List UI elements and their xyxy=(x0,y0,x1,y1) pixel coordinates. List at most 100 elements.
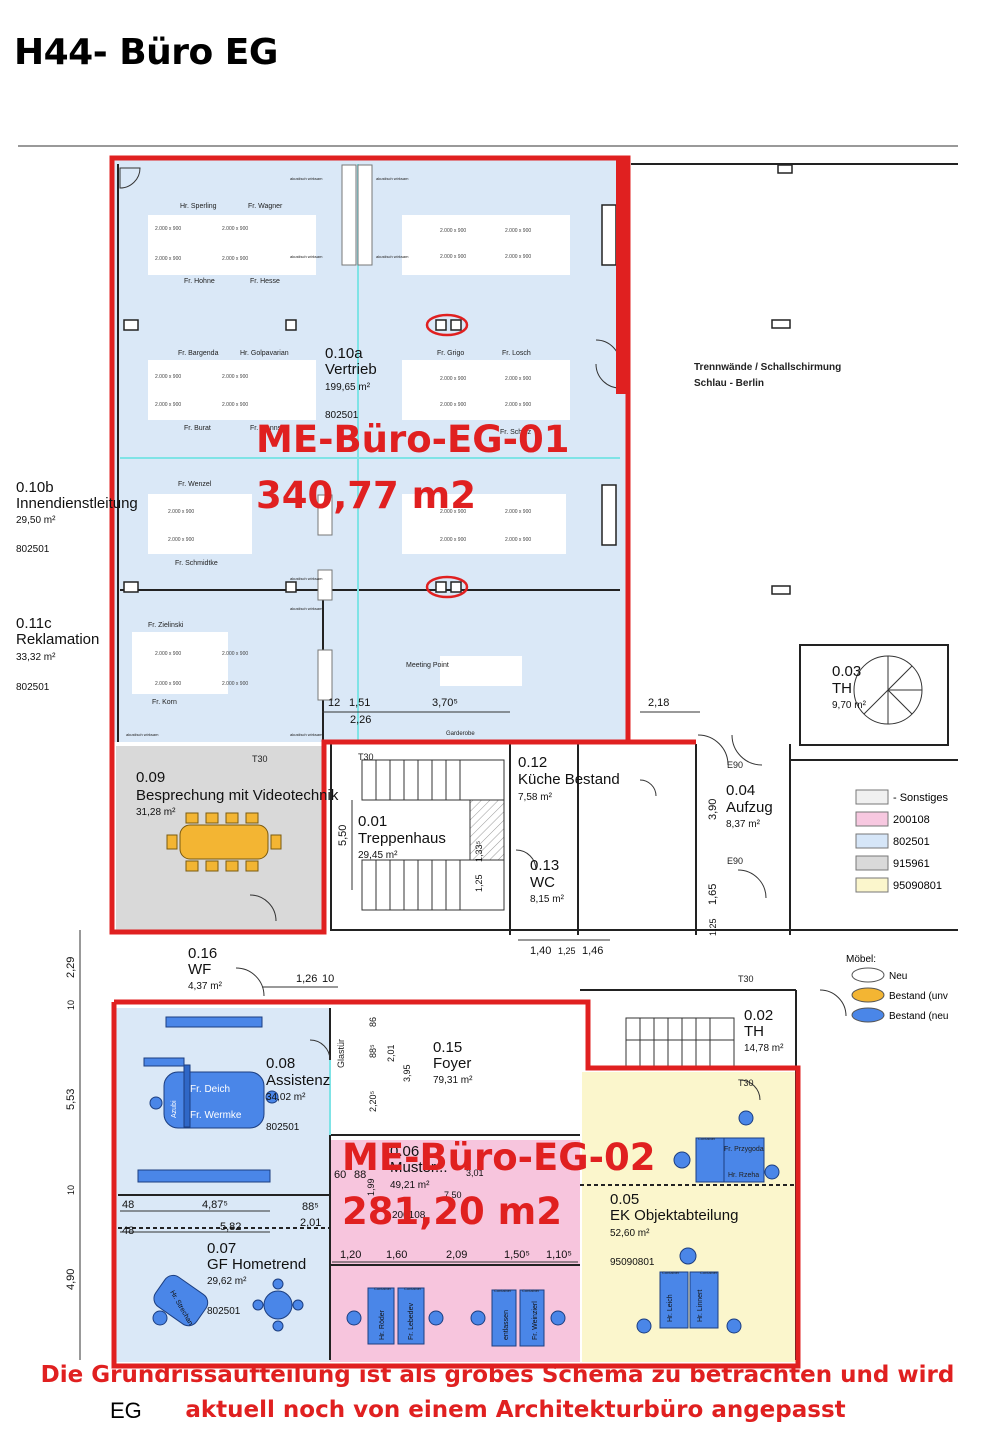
person-label: Fr. Lebedev xyxy=(408,1303,415,1340)
room-0-10a-code: 802501 xyxy=(325,410,359,421)
desk-size-label: 2.000 x 900 xyxy=(440,537,466,543)
room-0-16-name: WF xyxy=(188,961,211,978)
akustik-label: akustisch wirksam xyxy=(290,254,323,259)
partition-note-1: Trennwände / Schallschirmung xyxy=(694,362,841,373)
stairs-th-002 xyxy=(625,1017,735,1071)
person-label: Hr. Leich xyxy=(667,1294,674,1322)
dim-label: 3,90 xyxy=(707,799,719,820)
person-label: Azubi xyxy=(171,1100,178,1118)
desk-size-label: 2.000 x 900 xyxy=(440,254,466,260)
person-label: Hr. Röder xyxy=(379,1309,386,1340)
desk-size-label: 2.000 x 900 xyxy=(222,402,248,408)
akustik-label: akustisch wirksam xyxy=(376,254,409,259)
desk-size-label: 2.000 x 900 xyxy=(222,374,248,380)
person-label: Hr. Sperling xyxy=(180,203,217,210)
dim-label: 60 xyxy=(334,1169,346,1181)
person-label: Fr. Wermke xyxy=(190,1110,242,1121)
dim-label: 1,99 xyxy=(366,1178,376,1196)
zone-1-area: 340,77 m2 xyxy=(256,474,476,517)
room-0-05-area: 52,60 m² xyxy=(610,1228,650,1239)
room-0-11c-name: Reklamation xyxy=(16,631,99,648)
room-0-04-area: 8,37 m² xyxy=(726,819,761,830)
dim-label: 12 xyxy=(328,697,340,709)
dim-label: 2,18 xyxy=(648,697,669,709)
dim-label: 48 xyxy=(122,1225,134,1237)
room-0-09-number: 0.09 xyxy=(136,769,165,786)
person-label: Fr. Manns xyxy=(250,425,282,432)
dim-label: 88 xyxy=(354,1169,366,1181)
dim-label: 10 xyxy=(66,1185,76,1195)
room-0-07-name: GF Hometrend xyxy=(207,1256,306,1273)
room-labels: 0.10a Vertrieb 199,65 m² 802501 0.10b In… xyxy=(16,345,867,1317)
room-0-16-area: 4,37 m² xyxy=(188,981,223,992)
legend-swatch xyxy=(855,789,889,805)
room-0-06-number: 0.06 xyxy=(390,1143,419,1160)
blue-furniture xyxy=(137,1016,780,1347)
container-label: Container xyxy=(374,1286,392,1291)
akustik-label: akustisch wirksam xyxy=(126,732,159,737)
person-label: Hr. Linnert xyxy=(697,1290,704,1322)
person-label: Fr. Wagner xyxy=(248,203,283,210)
person-label: Fr. Burat xyxy=(184,425,211,432)
dim-label: 1,10⁵ xyxy=(546,1249,572,1261)
room-0-10b-area: 29,50 m² xyxy=(16,515,56,526)
columns xyxy=(123,164,793,595)
desk-size-label: 2.000 x 900 xyxy=(505,254,531,260)
person-label: Hr. Golpavarian xyxy=(240,350,289,357)
desk-blocks xyxy=(132,215,570,694)
person-label: Fr. Przygoda xyxy=(724,1146,764,1153)
room-0-13-area: 8,15 m² xyxy=(530,894,565,905)
container-label: Container xyxy=(662,1270,680,1275)
dim-label: 7,50 xyxy=(444,1190,462,1200)
dim-label: 1,25 xyxy=(708,918,718,936)
person-label: entlassen xyxy=(503,1310,510,1340)
legend-swatch xyxy=(855,811,889,827)
floor-label: EG xyxy=(110,1398,142,1423)
person-label: Fr. Zielinski xyxy=(148,622,184,629)
room-0-12-number: 0.12 xyxy=(518,754,547,771)
desk-size-label: 2.000 x 900 xyxy=(440,228,466,234)
akustik-label: akustisch wirksam xyxy=(290,176,323,181)
person-label: Fr. Hesse xyxy=(250,278,280,285)
legend-label: 95090801 xyxy=(893,880,942,892)
room-0-07-area: 29,62 m² xyxy=(207,1276,247,1287)
dim-label: 2,29 xyxy=(65,957,77,978)
dim-label: 88⁵ xyxy=(368,1044,378,1058)
person-label: Fr. Hohne xyxy=(184,278,215,285)
room-0-07-number: 0.07 xyxy=(207,1240,236,1257)
desk-size-label: 2.000 x 900 xyxy=(505,509,531,515)
room-0-06-area: 49,21 m² xyxy=(390,1180,430,1191)
dim-label: 1,46 xyxy=(582,945,603,957)
zone-2-name: ME-Büro-EG-02 xyxy=(342,1136,656,1179)
legend-furniture-title: Möbel: xyxy=(846,954,876,965)
room-0-12-area: 7,58 m² xyxy=(518,792,553,803)
dim-label: 3,01 xyxy=(466,1168,484,1178)
legend-furniture-swatch xyxy=(851,987,885,1003)
dim-label: 5,53 xyxy=(65,1089,77,1110)
room-0-15-area: 79,31 m² xyxy=(433,1075,473,1086)
legend-furniture-label: Bestand (unv xyxy=(889,991,948,1002)
dim-label: 1,40 xyxy=(530,945,551,957)
stairs-treppenhaus xyxy=(361,759,505,911)
room-0-06-name: Muster... xyxy=(390,1159,448,1176)
dimension-labels: 1,51 3,70⁵ 2,26 2,18 12 5,50 1,33⁵ 1,25 … xyxy=(65,697,719,1290)
legend-label: 200108 xyxy=(893,814,930,826)
e90-label: E90 xyxy=(727,856,743,866)
desk-size-label: 2.000 x 900 xyxy=(155,256,181,262)
room-0-08-name: Assistenz xyxy=(266,1072,330,1089)
room-0-15-number: 0.15 xyxy=(433,1039,462,1056)
desk-size-label: 2.000 x 900 xyxy=(155,402,181,408)
room-0-07-code: 802501 xyxy=(207,1306,241,1317)
dim-label: 2,20⁵ xyxy=(368,1090,378,1112)
legend-label: 802501 xyxy=(893,836,930,848)
partition-note-2: Schlau - Berlin xyxy=(694,378,764,389)
dim-label: 4,87⁵ xyxy=(202,1199,228,1211)
room-0-03-number: 0.03 xyxy=(832,663,861,680)
dim-label: 1,60 xyxy=(386,1249,407,1261)
dim-label: 4,90 xyxy=(65,1269,77,1290)
room-0-11c-number: 0.11c xyxy=(16,615,52,632)
room-0-02-area: 14,78 m² xyxy=(744,1043,784,1054)
legend-furniture-label: Neu xyxy=(889,971,907,982)
dim-label: 1,26 xyxy=(296,973,317,985)
room-0-05-number: 0.05 xyxy=(610,1191,639,1208)
